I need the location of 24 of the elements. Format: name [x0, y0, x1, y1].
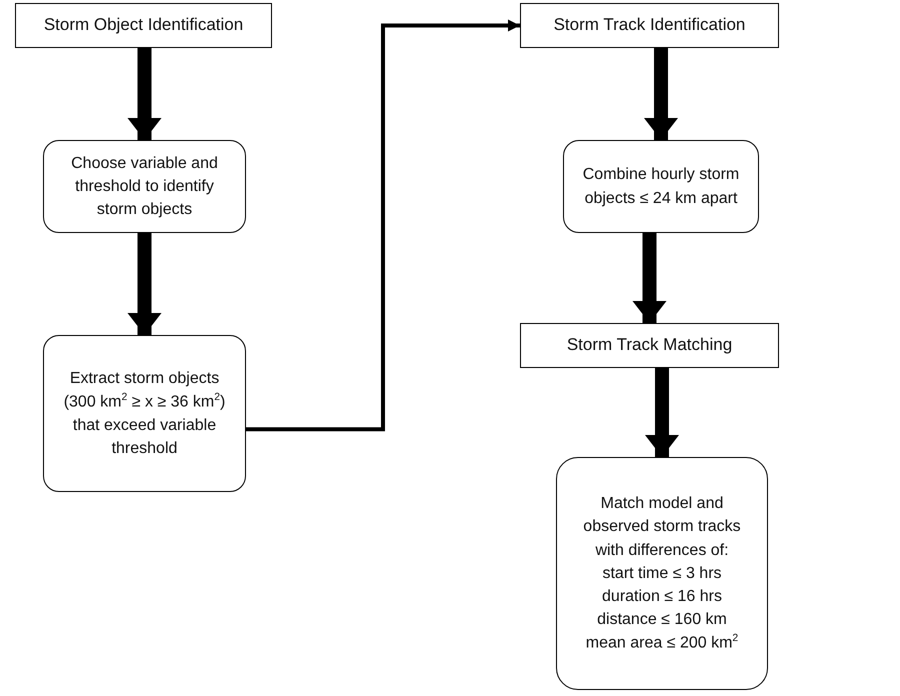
box-text: Choose variable and threshold to identify storm objects	[70, 154, 219, 220]
process-box	[563, 140, 759, 233]
criterion-text: duration ≤ 16 hrs	[602, 586, 722, 607]
box-text: Storm Object Identification	[44, 14, 244, 36]
process-box	[43, 140, 246, 233]
box-text: Storm Track Matching	[566, 334, 732, 356]
block-arrow	[644, 48, 678, 140]
stage-header-box	[520, 3, 779, 48]
elbow-arrow	[246, 20, 520, 432]
box-text: Extract storm objects (300 km$^{2}$ ≥ x ≥ 36 km$^{2}$) that exceed variable threshold	[62, 368, 226, 459]
box-text: Match model and observed storm tracks with differences of:	[582, 494, 742, 561]
stage-header-box	[520, 323, 779, 368]
criterion-text: distance ≤ 160 km	[597, 610, 727, 630]
box-text: Combine hourly storm objects ≤ 24 km apart	[582, 165, 740, 208]
stage-header-box	[15, 3, 272, 48]
criterion-text: start time ≤ 3 hrs	[602, 564, 722, 584]
block-arrow	[632, 233, 666, 323]
process-box	[556, 457, 768, 690]
box-text: Storm Track Identification	[554, 14, 746, 36]
process-box	[43, 335, 246, 492]
block-arrow	[128, 233, 162, 335]
block-arrow	[128, 48, 162, 140]
criterion-text: mean area ≤ 200 km$^{2}$	[586, 632, 738, 654]
block-arrow	[645, 368, 679, 457]
